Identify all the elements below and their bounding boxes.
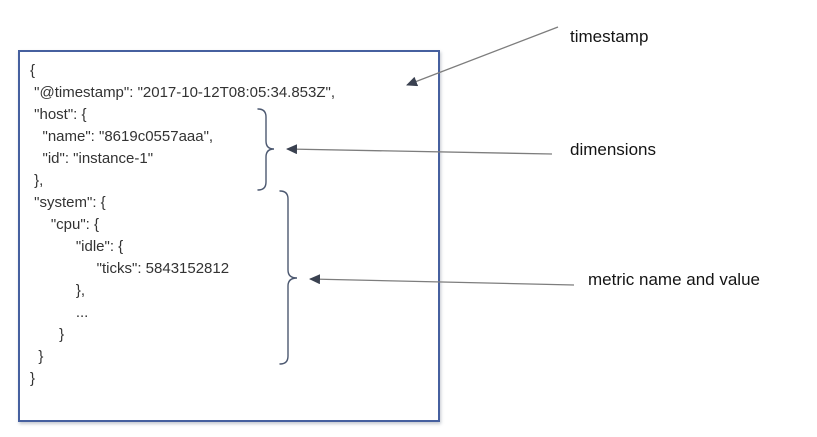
metric-document-box: { "@timestamp": "2017-10-12T08:05:34.853… [18,50,440,422]
dimensions-label: dimensions [570,140,656,159]
code-line: { [30,62,36,79]
code-line: "id": "instance-1" [30,150,154,167]
code-line: "idle": { [30,238,124,255]
code-line: "system": { [30,194,106,211]
code-line: } [30,348,44,365]
code-line: ... [30,304,89,321]
code-line: }, [30,282,86,299]
metric-name-and-value-label: metric name and value [588,270,760,289]
code-line: "@timestamp": "2017-10-12T08:05:34.853Z"… [30,84,336,101]
code-line: "cpu": { [30,216,100,233]
code-line: "host": { [30,106,87,123]
code-line: } [30,370,36,387]
code-line: "name": "8619c0557aaa", [30,128,214,145]
code-line: }, [30,172,44,189]
json-code-block: { "@timestamp": "2017-10-12T08:05:34.853… [20,52,341,390]
code-line: "ticks": 5843152812 [30,260,230,277]
timestamp-label: timestamp [570,27,649,46]
code-line: } [30,326,65,343]
